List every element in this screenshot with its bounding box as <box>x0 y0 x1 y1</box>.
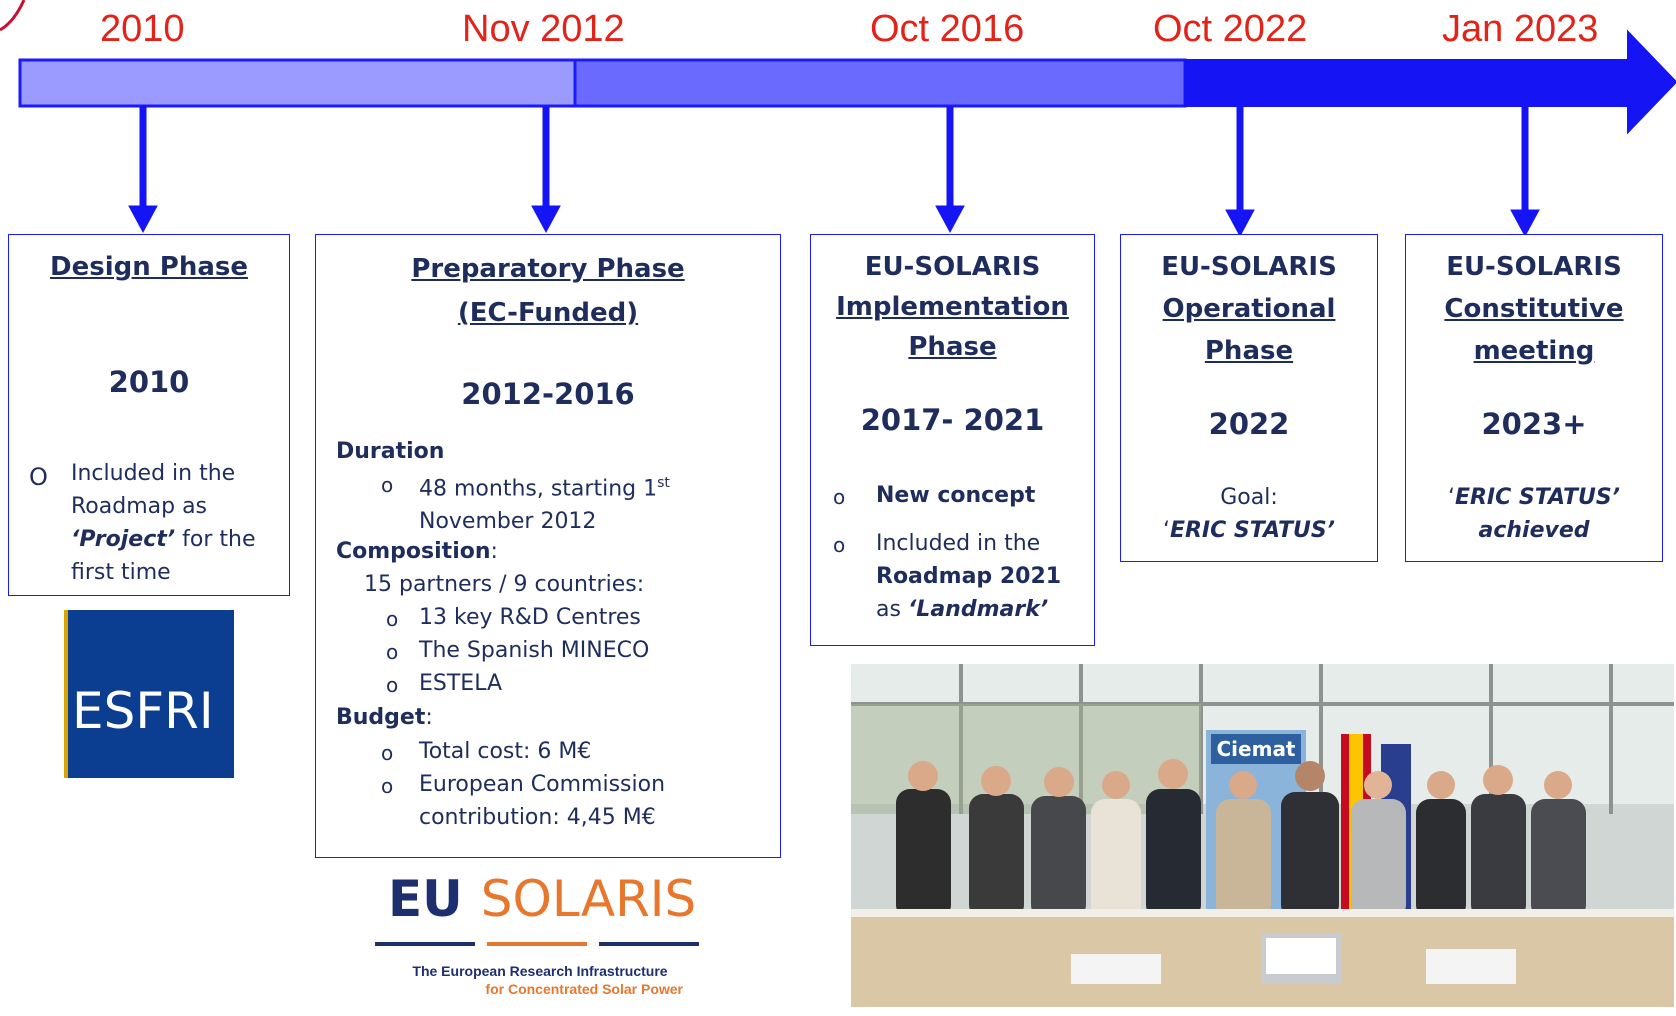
composition-colon: : <box>490 539 498 564</box>
operational-title-line3: Phase <box>1204 336 1294 366</box>
eu-solaris-tagline: The European Research Infrastructure for… <box>375 962 705 998</box>
preparatory-phase-title: Preparatory Phase (EC-Funded) <box>316 247 780 335</box>
timeline-label-jan-2023: Jan 2023 <box>1442 8 1599 50</box>
composition-item: ESTELA <box>419 671 503 696</box>
implementation-bullet-icon: o <box>833 533 846 557</box>
eu-solaris-logo: EU SOLARIS The European Research Infrastr… <box>370 870 730 1010</box>
eu-solaris-tagline-1: The European Research Infrastructure <box>412 963 668 979</box>
operational-goal-label: Goal: <box>1220 485 1278 510</box>
preparatory-title-line1: Preparatory Phase <box>411 254 685 284</box>
timeline-label-oct-2022: Oct 2022 <box>1153 8 1308 50</box>
constitutive-status-line2: achieved <box>1478 518 1590 543</box>
implementation-roadmap-pre: as <box>876 597 908 622</box>
constitutive-status-quote: ‘ <box>1447 485 1455 510</box>
timeline-arrow <box>18 29 1676 238</box>
implementation-roadmap-landmark: ‘Landmark’ <box>907 597 1049 622</box>
group-photo: Ciemat <box>851 664 1674 1007</box>
implementation-roadmap-line2: Roadmap 2021 <box>876 564 1062 589</box>
budget-bullet-icon: o <box>381 741 394 765</box>
esfri-logo-stripe <box>64 610 68 778</box>
operational-goal-text: ERIC STATUS’ <box>1169 518 1336 543</box>
constitutive-meeting-box: EU-SOLARIS Constitutive meeting 2023+ ‘E… <box>1405 234 1663 562</box>
design-text-post: for the first time <box>71 527 256 585</box>
preparatory-phase-period: 2012-2016 <box>461 377 635 411</box>
timeline-label-nov-2012: Nov 2012 <box>462 8 625 50</box>
timeline-label-oct-2016: Oct 2016 <box>870 8 1025 50</box>
constitutive-phase-period: 2023+ <box>1481 407 1587 441</box>
duration-sup: st <box>657 475 670 491</box>
implementation-title-line2: Implementation <box>836 292 1069 322</box>
budget-item-ec: European Commission contribution: 4,45 M… <box>419 768 665 834</box>
composition-label: Composition: <box>336 535 498 568</box>
composition-item: The Spanish MINECO <box>419 638 650 663</box>
operational-goal-value: ‘ERIC STATUS’ <box>1121 514 1377 547</box>
implementation-phase-period: 2017- 2021 <box>860 403 1045 437</box>
composition-bullet-icon: o <box>386 640 399 664</box>
eu-solaris-name: SOLARIS <box>480 870 697 928</box>
composition-bullet-icon: o <box>386 607 399 631</box>
implementation-phase-box: EU-SOLARIS Implementation Phase 2017- 20… <box>810 234 1095 646</box>
duration-text-b: November 2012 <box>419 509 597 535</box>
eu-solaris-tagline-2: for Concentrated Solar Power <box>485 981 683 997</box>
implementation-item-roadmap: Included in the Roadmap 2021 as ‘Landmar… <box>876 527 1061 626</box>
preparatory-phase-box: Preparatory Phase (EC-Funded) 2012-2016 … <box>315 234 781 858</box>
timeline-label-2010: 2010 <box>100 8 185 50</box>
budget-item-ec-b: contribution: 4,45 M€ <box>419 805 656 830</box>
implementation-roadmap-line1: Included in the <box>876 531 1041 556</box>
design-phase-period: 2010 <box>108 365 190 399</box>
design-phase-title: Design Phase <box>50 252 248 282</box>
constitutive-title-line3: meeting <box>1473 336 1595 366</box>
design-phase-box: Design Phase 2010 O Included in the Road… <box>8 234 290 596</box>
budget-label: Budget: <box>336 701 433 734</box>
design-text-pre: Included in the Roadmap as <box>71 461 236 519</box>
duration-text-a: 48 months, starting 1 <box>419 476 658 502</box>
implementation-title-line3: Phase <box>908 332 997 362</box>
design-phase-text: Included in the Roadmap as ‘Project’ for… <box>71 457 271 589</box>
operational-phase-box: EU-SOLARIS Operational Phase 2022 Goal: … <box>1120 234 1378 562</box>
budget-label-text: Budget <box>336 705 426 730</box>
eu-solaris-eu: EU <box>388 870 463 928</box>
composition-bullet-icon: o <box>386 673 399 697</box>
budget-item-ec-a: European Commission <box>419 772 666 797</box>
duration-bullet-icon: o <box>381 473 394 497</box>
photo-banner-text: Ciemat <box>1217 737 1296 761</box>
design-text-bold: ‘Project’ <box>71 527 176 552</box>
esfri-logo-text: ESFRI <box>72 682 214 740</box>
duration-label: Duration <box>336 439 445 464</box>
constitutive-status-text: ERIC STATUS’ <box>1454 485 1621 510</box>
design-bullet-icon: O <box>29 463 48 491</box>
operational-goal-quote: ‘ <box>1162 518 1170 543</box>
timeline-segment-2010 <box>18 58 577 108</box>
eu-solaris-bar-3 <box>599 942 699 946</box>
implementation-bullet-icon: o <box>833 485 846 509</box>
eu-solaris-bar-2 <box>487 942 587 946</box>
seal-fragment-icon <box>0 0 26 32</box>
constitutive-status-line1: ‘ERIC STATUS’ <box>1406 481 1662 514</box>
budget-item-total: Total cost: 6 M€ <box>419 739 592 764</box>
composition-item: 13 key R&D Centres <box>419 605 641 630</box>
constitutive-title-line2: Constitutive <box>1444 294 1624 324</box>
implementation-title-line1: EU-SOLARIS <box>864 252 1041 282</box>
composition-text: 15 partners / 9 countries: <box>364 572 645 597</box>
duration-text: 48 months, starting 1st November 2012 <box>419 467 670 538</box>
budget-bullet-icon: o <box>381 774 394 798</box>
eu-solaris-bar-1 <box>375 942 475 946</box>
preparatory-title-line2: (EC-Funded) <box>457 298 639 328</box>
composition-label-text: Composition <box>336 539 491 564</box>
constitutive-title-line1: EU-SOLARIS <box>1446 252 1622 282</box>
operational-phase-period: 2022 <box>1208 407 1290 441</box>
implementation-item-new-concept: New concept <box>876 483 1036 508</box>
operational-title-line1: EU-SOLARIS <box>1161 252 1337 282</box>
timeline-segment-2016 <box>1184 29 1676 135</box>
operational-title-line2: Operational <box>1162 294 1336 324</box>
group-photo-illustration: Ciemat <box>851 664 1674 1007</box>
budget-colon: : <box>425 705 433 730</box>
timeline-segment-2012 <box>573 58 1187 108</box>
esfri-logo: ESFRI <box>64 610 234 778</box>
eu-solaris-wordmark: EU SOLARIS <box>388 870 696 928</box>
